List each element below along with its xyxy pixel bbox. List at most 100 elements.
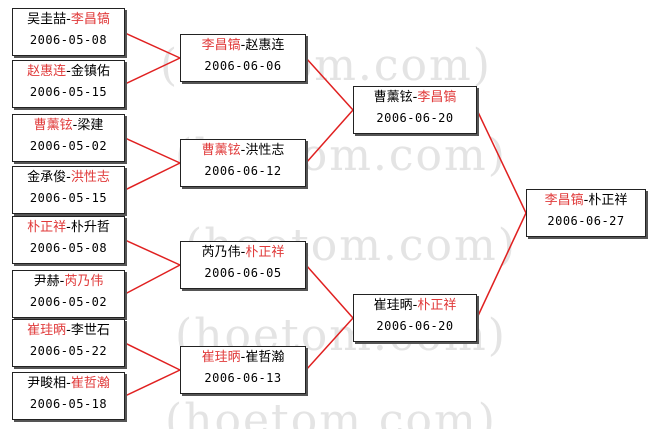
match-players: 崔珪昞-崔哲瀚 — [181, 347, 305, 368]
match-players: 尹畯相-崔哲瀚 — [13, 373, 124, 394]
connector-line — [124, 162, 181, 191]
connector-line — [476, 109, 527, 214]
player-name: 曹薰铉 — [33, 118, 73, 133]
connector-line — [124, 32, 181, 59]
player-name: 曹薰铉 — [201, 143, 241, 158]
match-box: 李昌镐-赵惠连 2006-06-06 — [180, 34, 306, 82]
match-players: 崔珪昞-朴正祥 — [354, 295, 476, 316]
name-separator: - — [66, 323, 71, 338]
connector-line — [124, 342, 181, 371]
player-name: 金镇佑 — [70, 64, 110, 79]
match-date: 2006-05-02 — [29, 295, 108, 309]
match-players: 吴圭喆-李昌镐 — [13, 9, 124, 30]
match-players: 芮乃伟-朴正祥 — [181, 242, 305, 263]
match-date: 2006-06-20 — [376, 111, 454, 125]
match-box: 尹赫-芮乃伟 2006-05-02 — [12, 270, 125, 318]
match-date: 2006-05-22 — [29, 344, 108, 358]
match-date: 2006-05-08 — [29, 241, 108, 255]
player-name: 洪性志 — [70, 170, 110, 185]
match-date: 2006-05-02 — [29, 139, 108, 153]
name-separator: - — [66, 170, 71, 185]
connector-line — [476, 212, 527, 319]
name-separator: - — [66, 12, 71, 27]
match-box: 崔珪昞-朴正祥 2006-06-20 — [353, 294, 477, 342]
match-box: 崔珪昞-崔哲瀚 2006-06-13 — [180, 346, 306, 394]
player-name: 崔珪昞 — [373, 298, 413, 313]
player-name: 洪性志 — [245, 143, 285, 158]
name-separator: - — [240, 143, 246, 158]
match-players: 崔珪昞-李世石 — [13, 320, 124, 341]
player-name: 朴正祥 — [588, 193, 628, 208]
name-separator: - — [412, 90, 418, 105]
match-date: 2006-06-20 — [376, 319, 454, 333]
match-players: 朴正祥-朴升哲 — [13, 217, 124, 238]
player-name: 朴正祥 — [245, 245, 285, 260]
match-players: 李昌镐-朴正祥 — [527, 190, 645, 211]
name-separator: - — [66, 64, 71, 79]
player-name: 李昌镐 — [201, 38, 241, 53]
connector-line — [305, 109, 354, 164]
match-players: 曹薰铉-李昌镐 — [354, 87, 476, 108]
match-date: 2006-06-13 — [204, 371, 282, 385]
match-box: 曹薰铉-李昌镐 2006-06-20 — [353, 86, 477, 134]
player-name: 吴圭喆 — [27, 12, 67, 27]
match-box: 芮乃伟-朴正祥 2006-06-05 — [180, 241, 306, 289]
match-box: 崔珪昞-李世石 2006-05-22 — [12, 319, 125, 367]
match-players: 金承俊-洪性志 — [13, 167, 124, 188]
match-box: 金承俊-洪性志 2006-05-15 — [12, 166, 125, 214]
match-players: 曹薰铉-洪性志 — [181, 140, 305, 161]
match-date: 2006-06-12 — [204, 164, 282, 178]
connector-line — [124, 137, 181, 164]
player-name: 李世石 — [70, 323, 110, 338]
name-separator: - — [66, 376, 71, 391]
match-box: 朴正祥-朴升哲 2006-05-08 — [12, 216, 125, 264]
name-separator: - — [412, 298, 418, 313]
player-name: 朴正祥 — [27, 220, 67, 235]
player-name: 李昌镐 — [417, 90, 457, 105]
name-separator: - — [59, 274, 65, 289]
player-name: 芮乃伟 — [64, 274, 104, 289]
match-players: 尹赫-芮乃伟 — [13, 271, 124, 292]
name-separator: - — [72, 118, 78, 133]
connector-line — [305, 57, 354, 111]
match-box: 曹薰铉-梁建 2006-05-02 — [12, 114, 125, 162]
match-box: 曹薰铉-洪性志 2006-06-12 — [180, 139, 306, 187]
connector-line — [124, 239, 181, 266]
player-name: 曹薰铉 — [373, 90, 413, 105]
player-name: 李昌镐 — [70, 12, 110, 27]
name-separator: - — [240, 350, 246, 365]
player-name: 梁建 — [77, 118, 104, 133]
name-separator: - — [240, 245, 246, 260]
player-name: 朴正祥 — [417, 298, 457, 313]
match-date: 2006-06-06 — [204, 59, 282, 73]
match-players: 曹薰铉-梁建 — [13, 115, 124, 136]
player-name: 尹赫 — [33, 274, 60, 289]
match-box: 尹畯相-崔哲瀚 2006-05-18 — [12, 372, 125, 420]
player-name: 崔哲瀚 — [70, 376, 110, 391]
connector-line — [305, 317, 354, 371]
match-date: 2006-06-27 — [547, 214, 625, 228]
match-date: 2006-05-15 — [29, 191, 108, 205]
match-date: 2006-05-18 — [29, 397, 108, 411]
match-players: 李昌镐-赵惠连 — [181, 35, 305, 56]
player-name: 芮乃伟 — [201, 245, 241, 260]
player-name: 赵惠连 — [27, 64, 67, 79]
name-separator: - — [240, 38, 246, 53]
player-name: 崔珪昞 — [27, 323, 67, 338]
player-name: 李昌镐 — [544, 193, 584, 208]
player-name: 朴升哲 — [70, 220, 110, 235]
connector-line — [124, 264, 181, 295]
match-box: 吴圭喆-李昌镐 2006-05-08 — [12, 8, 125, 56]
connector-line — [124, 57, 181, 85]
player-name: 崔哲瀚 — [245, 350, 285, 365]
match-date: 2006-05-08 — [29, 33, 108, 47]
name-separator: - — [583, 193, 589, 208]
connector-line — [305, 264, 354, 319]
match-box-final: 李昌镐-朴正祥 2006-06-27 — [526, 189, 646, 237]
player-name: 赵惠连 — [245, 38, 285, 53]
connector-line — [124, 369, 181, 397]
player-name: 尹畯相 — [27, 376, 67, 391]
match-date: 2006-05-15 — [29, 85, 108, 99]
match-date: 2006-06-05 — [204, 266, 282, 280]
